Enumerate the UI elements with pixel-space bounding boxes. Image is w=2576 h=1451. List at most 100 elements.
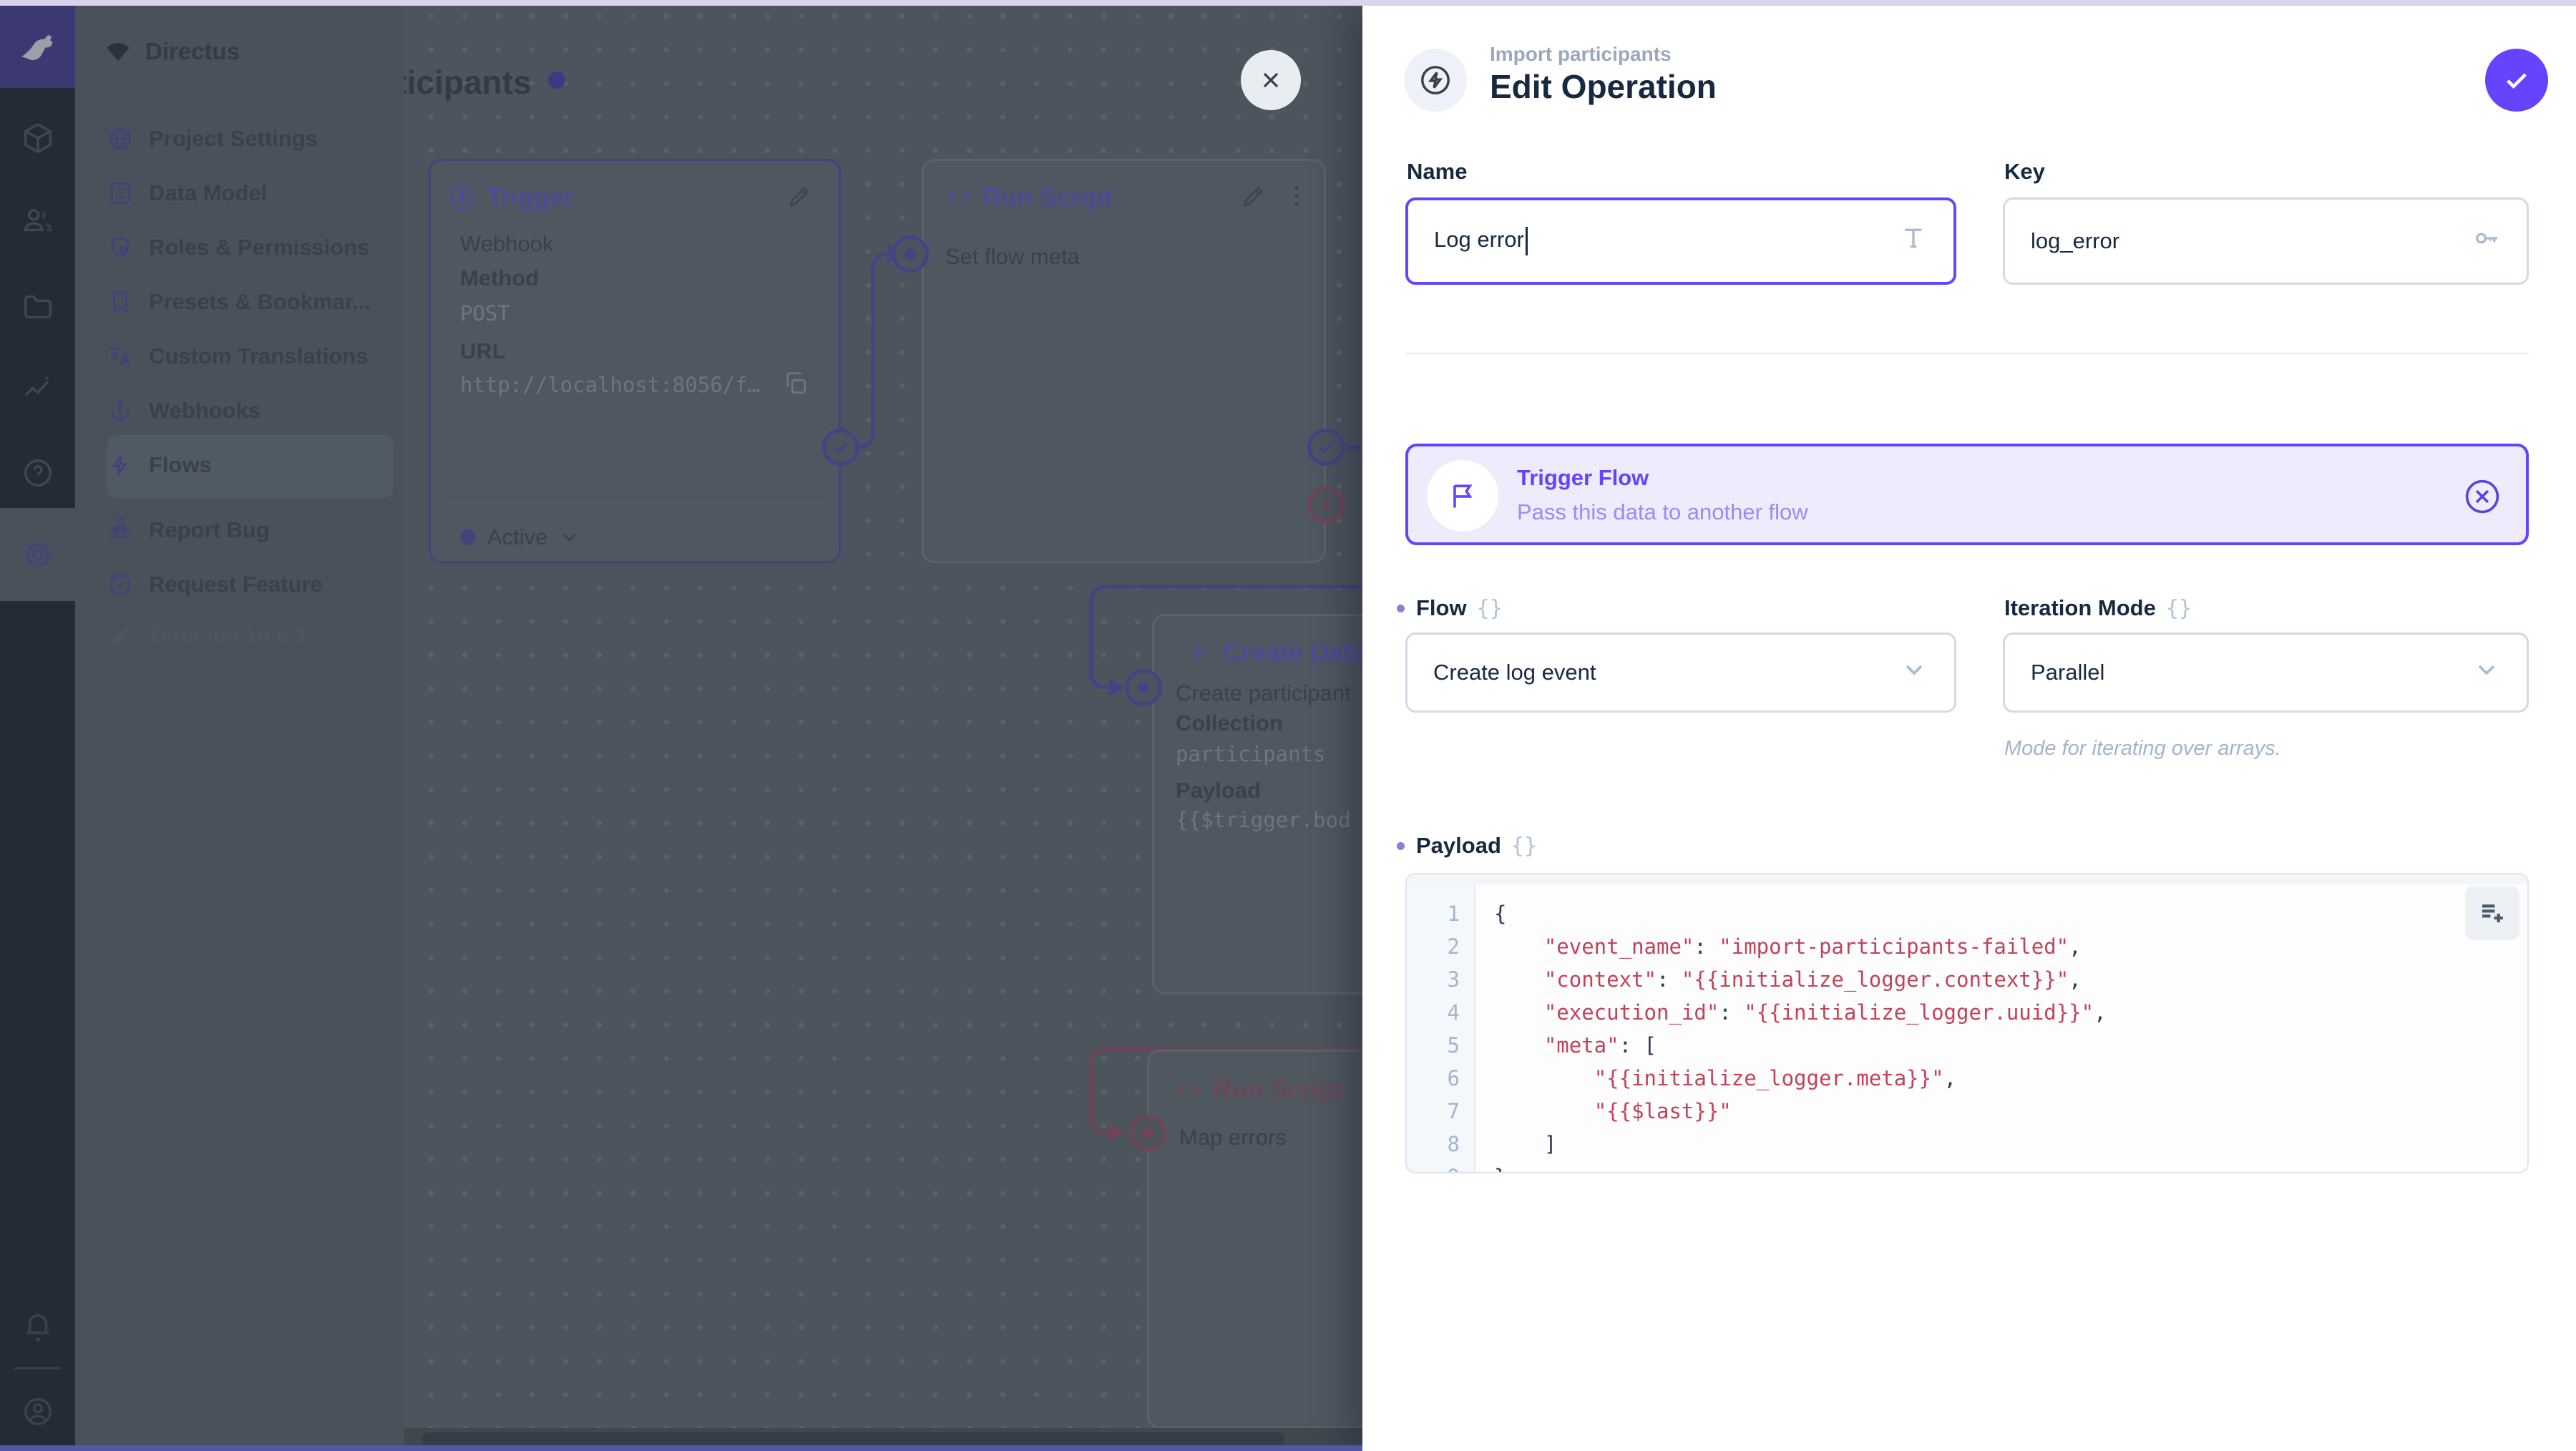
save-button[interactable] bbox=[2485, 49, 2548, 112]
sidebar-item-flows[interactable]: Flows bbox=[107, 438, 394, 492]
trigger-resolve-connector[interactable] bbox=[822, 429, 859, 466]
collection-value: participants bbox=[1176, 742, 1326, 766]
trigger-panel[interactable]: Trigger Webhook Method POST URL http://l… bbox=[429, 159, 841, 563]
anchor-icon bbox=[110, 399, 130, 421]
run-script-input-connector[interactable] bbox=[892, 235, 929, 273]
sidebar-item-presets[interactable]: Presets & Bookmar... bbox=[107, 275, 394, 329]
code-line: "context": "{{initialize_logger.context}… bbox=[1543, 967, 2082, 992]
sidebar-item-webhooks[interactable]: Webhooks bbox=[107, 383, 394, 438]
payload-label: Payload bbox=[1176, 778, 1261, 803]
code-area[interactable]: { "event_name": "import-participants-fai… bbox=[1475, 884, 2527, 1172]
create-data-input-connector[interactable] bbox=[1125, 669, 1162, 706]
code-icon bbox=[946, 190, 970, 205]
edit-trigger-button[interactable] bbox=[786, 182, 814, 213]
input-dot bbox=[1138, 682, 1149, 693]
playlist-add-icon bbox=[2482, 904, 2503, 923]
raw-value-icon[interactable]: {} bbox=[1511, 833, 1538, 859]
line-number: 2 bbox=[1447, 934, 1460, 959]
payload-template-button[interactable] bbox=[2465, 886, 2519, 940]
iteration-value: Parallel bbox=[2031, 660, 2105, 685]
map-errors-input-connector[interactable] bbox=[1129, 1114, 1166, 1151]
operation-name: Set flow meta bbox=[945, 244, 1080, 269]
sidebar-item-report-bug[interactable]: Report Bug bbox=[107, 503, 394, 557]
panel-divider bbox=[446, 502, 825, 503]
rabbit-icon bbox=[110, 627, 130, 644]
drawer-breadcrumb[interactable]: Import participants bbox=[1490, 43, 1672, 65]
version-label: Directus 10.6.1 bbox=[150, 622, 307, 648]
line-number: 5 bbox=[1447, 1033, 1460, 1057]
module-settings[interactable] bbox=[0, 521, 75, 590]
gear-icon bbox=[24, 542, 51, 569]
method-value: POST bbox=[460, 301, 510, 326]
key-icon bbox=[2472, 224, 2501, 258]
active-module-highlight bbox=[0, 508, 75, 601]
scrollbar-thumb[interactable] bbox=[422, 1432, 1284, 1447]
x-icon bbox=[1320, 499, 1332, 511]
payload-preview: {{$trigger.bod bbox=[1176, 808, 1351, 832]
module-insights[interactable] bbox=[0, 353, 75, 421]
sidebar-item-label: Presets & Bookmar... bbox=[149, 289, 371, 314]
project-switcher[interactable]: Directus bbox=[104, 30, 240, 73]
copy-url-button[interactable] bbox=[782, 370, 809, 401]
module-files[interactable] bbox=[0, 272, 75, 341]
code-line: ] bbox=[1543, 1132, 1557, 1156]
code-line: "meta": [ bbox=[1543, 1033, 1657, 1057]
sidebar-item-project-settings[interactable]: Project Settings bbox=[107, 112, 394, 166]
sidebar-item-custom-translations[interactable]: Custom Translations bbox=[107, 329, 394, 383]
trigger-flow-banner[interactable]: Trigger Flow Pass this data to another f… bbox=[1405, 444, 2529, 545]
nav-active-highlight bbox=[107, 435, 394, 498]
project-name: Directus bbox=[145, 38, 240, 64]
edit-operation-button[interactable] bbox=[1240, 182, 1267, 213]
pencil-icon bbox=[789, 186, 810, 207]
sidebar-item-request-feature[interactable]: Request Feature bbox=[107, 557, 394, 612]
unsaved-indicator-dot bbox=[548, 72, 565, 89]
sidebar-item-label: Data Model bbox=[149, 180, 268, 205]
list-box-icon bbox=[110, 182, 130, 204]
translate-icon bbox=[109, 346, 131, 366]
directus-logo-tile[interactable] bbox=[0, 6, 75, 88]
sidebar-item-label: Webhooks bbox=[149, 398, 261, 423]
operation-menu-button[interactable] bbox=[1283, 182, 1310, 213]
url-label: URL bbox=[460, 338, 506, 363]
name-input[interactable]: Log error bbox=[1405, 197, 1956, 285]
close-editor-button[interactable] bbox=[1241, 50, 1301, 110]
box-icon bbox=[24, 122, 52, 154]
module-content[interactable] bbox=[0, 104, 75, 172]
iteration-mode-select[interactable]: Parallel bbox=[2003, 632, 2529, 713]
run-script-resolve-connector[interactable] bbox=[1307, 429, 1345, 466]
flow-select[interactable]: Create log event bbox=[1405, 632, 1956, 713]
panel-title: Run Script bbox=[1213, 1075, 1344, 1104]
remove-operation-type-button[interactable] bbox=[2463, 477, 2502, 519]
insights-icon bbox=[24, 375, 49, 396]
url-value: http://localhost:8056/f… bbox=[460, 373, 761, 397]
project-logo-icon bbox=[107, 43, 130, 62]
key-input[interactable]: log_error bbox=[2003, 197, 2529, 285]
globe-icon bbox=[109, 127, 131, 150]
sidebar-item-roles-permissions[interactable]: Roles & Permissions bbox=[107, 220, 394, 275]
panel-title: Trigger bbox=[487, 182, 575, 212]
check-icon bbox=[834, 442, 848, 454]
sidebar-item-data-model[interactable]: Data Model bbox=[107, 166, 394, 220]
module-docs[interactable] bbox=[0, 439, 75, 507]
raw-value-icon[interactable]: {} bbox=[2165, 595, 2192, 621]
payload-code-editor[interactable]: 123456789 { "event_name": "import-partic… bbox=[1405, 873, 2529, 1173]
window-accent-strip bbox=[0, 0, 2576, 6]
code-line: "{{initialize_logger.meta}}", bbox=[1594, 1066, 1957, 1090]
flow-value: Create log event bbox=[1433, 660, 1596, 685]
bug-icon bbox=[110, 517, 130, 539]
bell-icon bbox=[26, 1314, 49, 1342]
run-script-panel[interactable]: Run Script Set flow meta bbox=[922, 159, 1326, 563]
plus-icon bbox=[1190, 644, 1207, 661]
input-dot bbox=[1142, 1127, 1153, 1138]
trigger-status-toggle[interactable]: Active bbox=[460, 524, 580, 550]
banner-subtitle: Pass this data to another flow bbox=[1517, 499, 1808, 524]
raw-value-icon[interactable]: {} bbox=[1476, 595, 1503, 621]
module-users[interactable] bbox=[0, 186, 75, 255]
sidebar-item-label: Report Bug bbox=[149, 517, 270, 542]
help-icon bbox=[24, 459, 52, 487]
run-script-reject-connector[interactable] bbox=[1307, 487, 1345, 524]
user-menu[interactable] bbox=[0, 1377, 75, 1446]
folder-icon bbox=[24, 295, 52, 319]
module-notifications[interactable] bbox=[0, 1292, 75, 1361]
users-icon bbox=[23, 209, 52, 232]
